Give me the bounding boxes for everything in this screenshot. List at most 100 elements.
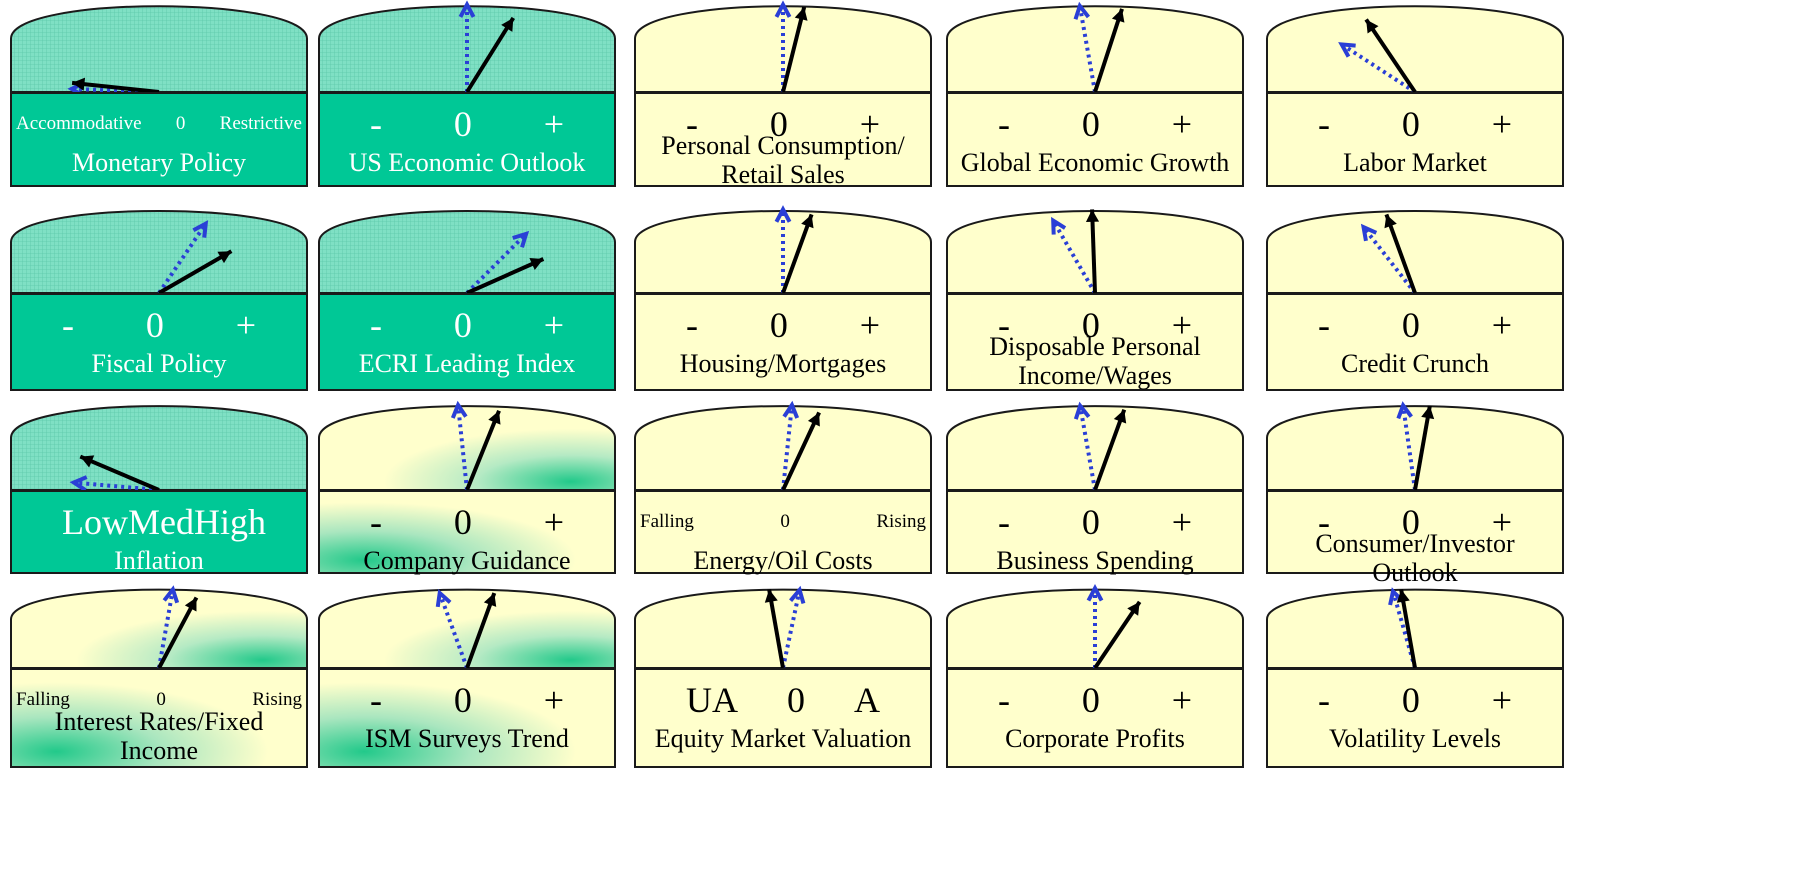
scale-min-label: - — [1318, 104, 1330, 144]
previous-arrow-head — [69, 475, 88, 492]
gauge-label-panel: -0+US Economic Outlook — [318, 92, 616, 187]
scale-min-label: - — [370, 680, 382, 720]
gauge-title: ISM Surveys Trend — [365, 724, 569, 753]
current-arrow-shaft — [767, 589, 785, 669]
scale-max-label: High — [194, 502, 266, 542]
scale-min-label: - — [1318, 680, 1330, 720]
current-arrow-shaft — [1399, 589, 1417, 669]
gauge-title: Corporate Profits — [1005, 724, 1185, 753]
gauge-dome — [1266, 588, 1564, 669]
scale-min-label: Falling — [640, 511, 694, 532]
gauge-disposable-personal-income-wages: -0+Disposable Personal Income/Wages — [946, 205, 1244, 391]
current-arrow-shaft — [71, 80, 160, 94]
scale-max-label: + — [543, 305, 564, 345]
scale-min-label: Low — [62, 502, 128, 542]
gauge-label-panel: -0+Housing/Mortgages — [634, 293, 932, 391]
gauge-business-spending: -0+ Business Spending — [946, 400, 1244, 575]
scale-mid-label: 0 — [1081, 680, 1100, 720]
previous-arrow-head — [1051, 216, 1067, 235]
gauge-label-panel: -0+ECRI Leading Index — [318, 293, 616, 391]
gauge-dome — [634, 405, 932, 491]
current-arrow-shaft — [1093, 408, 1127, 491]
gauge-scale: -0+ — [948, 106, 1242, 142]
gauge-scale: -0+ — [12, 307, 306, 343]
scale-mid-label: 0 — [453, 680, 472, 720]
current-arrow-head — [794, 7, 808, 21]
gauge-scale: -0+ — [320, 682, 614, 718]
gauge-scale: -0+ — [320, 307, 614, 343]
gauge-personal-consumption-retail-sales: -0+Personal Consumption/ Retail Sales — [634, 0, 932, 189]
previous-arrow-head — [1396, 401, 1413, 420]
gauge-dial — [634, 585, 932, 669]
gauge-dial — [10, 209, 308, 295]
scale-min-label: - — [998, 305, 1010, 345]
previous-arrow-head — [1338, 42, 1356, 58]
previous-arrow-shaft — [456, 404, 469, 491]
previous-arrow-head — [789, 585, 806, 604]
gauge-dome — [10, 405, 308, 491]
gauge-dial — [318, 400, 616, 491]
gauge-scale: -0+ — [320, 106, 614, 142]
gauge-scale: -0+ — [636, 307, 930, 343]
scale-min-label: - — [370, 104, 382, 144]
scale-max-label: + — [1171, 502, 1192, 542]
previous-arrow-shaft — [1077, 5, 1097, 93]
gauge-us-economic-outlook: -0+US Economic Outlook — [318, 0, 616, 187]
current-arrow-shaft — [157, 596, 199, 669]
scale-max-label: + — [859, 104, 880, 144]
gauge-dial — [318, 209, 616, 295]
gauge-title: Business Spending — [996, 546, 1194, 575]
previous-arrow-head — [512, 230, 530, 248]
gauge-dial — [946, 209, 1244, 295]
gauge-corporate-profits: -0+Corporate Profits — [946, 583, 1244, 768]
gauge-dial — [634, 205, 932, 294]
gauge-dial — [1266, 209, 1564, 295]
gauge-title: Personal Consumption/ Retail Sales — [661, 131, 905, 189]
previous-arrow-head — [1073, 1, 1091, 20]
scale-max-label: + — [859, 305, 880, 345]
gauge-label-panel: -0+Fiscal Policy — [10, 293, 308, 391]
scale-max-label: Restrictive — [219, 113, 302, 134]
scale-mid-label: 0 — [1081, 305, 1100, 345]
current-arrow-shaft — [1093, 8, 1124, 93]
scale-mid-label: 0 — [769, 305, 788, 345]
gauge-dome — [634, 588, 932, 669]
scale-mid-label: 0 — [175, 113, 186, 134]
gauge-title: Equity Market Valuation — [654, 724, 912, 753]
gauge-dial — [634, 0, 932, 93]
gauge-dome — [946, 5, 1244, 93]
gauge-ecri-leading-index: -0+ECRI Leading Index — [318, 205, 616, 391]
gauge-dome — [634, 209, 932, 294]
current-arrow-shaft — [1090, 209, 1097, 294]
gauge-dial — [318, 0, 616, 94]
gauge-scale: -0+ — [948, 504, 1242, 540]
previous-arrow-head — [782, 400, 800, 419]
gauge-label-panel: -0+Labor Market — [1266, 92, 1564, 187]
current-arrow-head — [764, 589, 778, 603]
gauge-scale: -0+ — [1268, 504, 1562, 540]
previous-arrow-shaft — [1078, 405, 1097, 491]
scale-max-label: + — [1491, 502, 1512, 542]
gauge-dial — [318, 588, 616, 669]
scale-mid-label: 0 — [145, 305, 164, 345]
scale-max-label: + — [1491, 305, 1512, 345]
scale-min-label: - — [370, 305, 382, 345]
gauge-dial — [946, 1, 1244, 93]
previous-arrow-head — [458, 0, 476, 18]
gauge-company-guidance: -0+Company Guidance — [318, 400, 616, 575]
previous-arrow-shaft — [1340, 42, 1417, 94]
scale-max-label: + — [235, 305, 256, 345]
previous-arrow-head — [1073, 401, 1091, 420]
gauge-scale: -0+ — [636, 106, 930, 142]
scale-max-label: + — [1171, 104, 1192, 144]
gauge-dome — [318, 209, 616, 294]
gauge-global-economic-growth: -0+Global Economic Growth — [946, 0, 1244, 187]
gauge-title: Energy/Oil Costs — [693, 546, 873, 575]
scale-mid-label: Med — [128, 502, 194, 542]
current-arrow-head — [483, 593, 497, 607]
